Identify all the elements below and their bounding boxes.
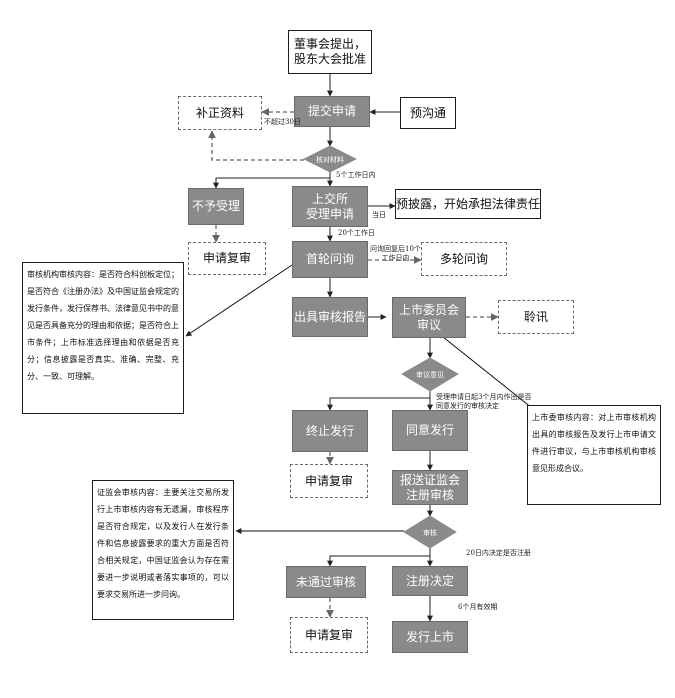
- diamond-audit-shape: [403, 515, 457, 549]
- node-multi-inquiry: 多轮问询: [421, 242, 507, 276]
- diamond-check-shape: [303, 145, 357, 173]
- note-5-working-days: 5个工作日内: [336, 171, 376, 179]
- edge-check-supplement: [208, 130, 304, 161]
- panel-committee-review-content: 上市委审核内容：对上市审核机构出具的审核报告及发行上市申请文件进行审议，与上市审…: [527, 405, 661, 505]
- node-audit-report: 出具审核报告: [292, 297, 368, 337]
- panel-csrc-review-content: 证监会审核内容：主要关注交易所发行上市审核内容有无遗漏，审核程序是否符合规定，以…: [92, 480, 234, 620]
- edge-audit-notpassed: [327, 548, 431, 567]
- node-accept: 上交所 受理申请: [292, 186, 368, 227]
- node-review-after-reject: 申请复审: [188, 242, 266, 275]
- note-20-working-days: 20个工作日: [338, 229, 375, 237]
- node-not-passed: 未通过审核: [286, 566, 366, 598]
- diamond-audit-label: 审核: [423, 529, 437, 537]
- note-same-day: 当日: [372, 211, 386, 219]
- node-pre-communication: 预沟通: [400, 97, 456, 129]
- node-terminate-issuance: 终止发行: [292, 410, 368, 452]
- node-board-proposal: 董事会提出， 股东大会批准: [288, 30, 372, 74]
- node-register-decision: 注册决定: [392, 566, 468, 596]
- node-supplement-materials: 补正资料: [178, 96, 262, 130]
- note-reply-10-days: 问询回复后10个 工作日内: [370, 245, 421, 262]
- note-3-month-decision: 受理申请日起3个月内作出是否 同意发行的审核决定: [436, 393, 532, 410]
- note-20-days-register: 20日内决定是否注册: [466, 549, 531, 557]
- node-review-after-not-passed: 申请复审: [290, 617, 368, 653]
- diamond-check-label: 核对材料: [316, 156, 344, 164]
- edge-opinion-terminate: [327, 391, 431, 411]
- node-pre-disclosure: 预披露，开始承担法律责任: [395, 189, 541, 219]
- edge-check-reject: [213, 177, 330, 189]
- node-hearing: 聆讯: [498, 300, 574, 334]
- node-submit-csrc: 报送证监会 注册审核: [392, 470, 468, 505]
- node-submit-application: 提交申请: [294, 96, 370, 127]
- diamond-opinion-shape: [401, 357, 459, 392]
- panel-sse-review-content: 审核机构审核内容：是否符合科创板定位；是否符合《注册办法》及中国证监会规定的发行…: [22, 262, 184, 414]
- pointer-committee-panel: [437, 332, 538, 413]
- pointer-first-panel: [185, 264, 293, 337]
- node-issue-listing: 发行上市: [392, 621, 468, 653]
- note-within-30-days: 不超过30日: [264, 118, 301, 126]
- node-listing-committee: 上市委员会 审议: [392, 297, 466, 338]
- diamond-opinion-label: 审议意见: [416, 371, 444, 379]
- node-approve-issuance: 同意发行: [392, 410, 468, 451]
- note-6-month-validity: 6个月有效期: [458, 603, 498, 611]
- node-review-after-terminate: 申请复审: [290, 464, 368, 498]
- node-first-inquiry: 首轮问询: [292, 241, 368, 278]
- node-reject: 不予受理: [188, 188, 244, 225]
